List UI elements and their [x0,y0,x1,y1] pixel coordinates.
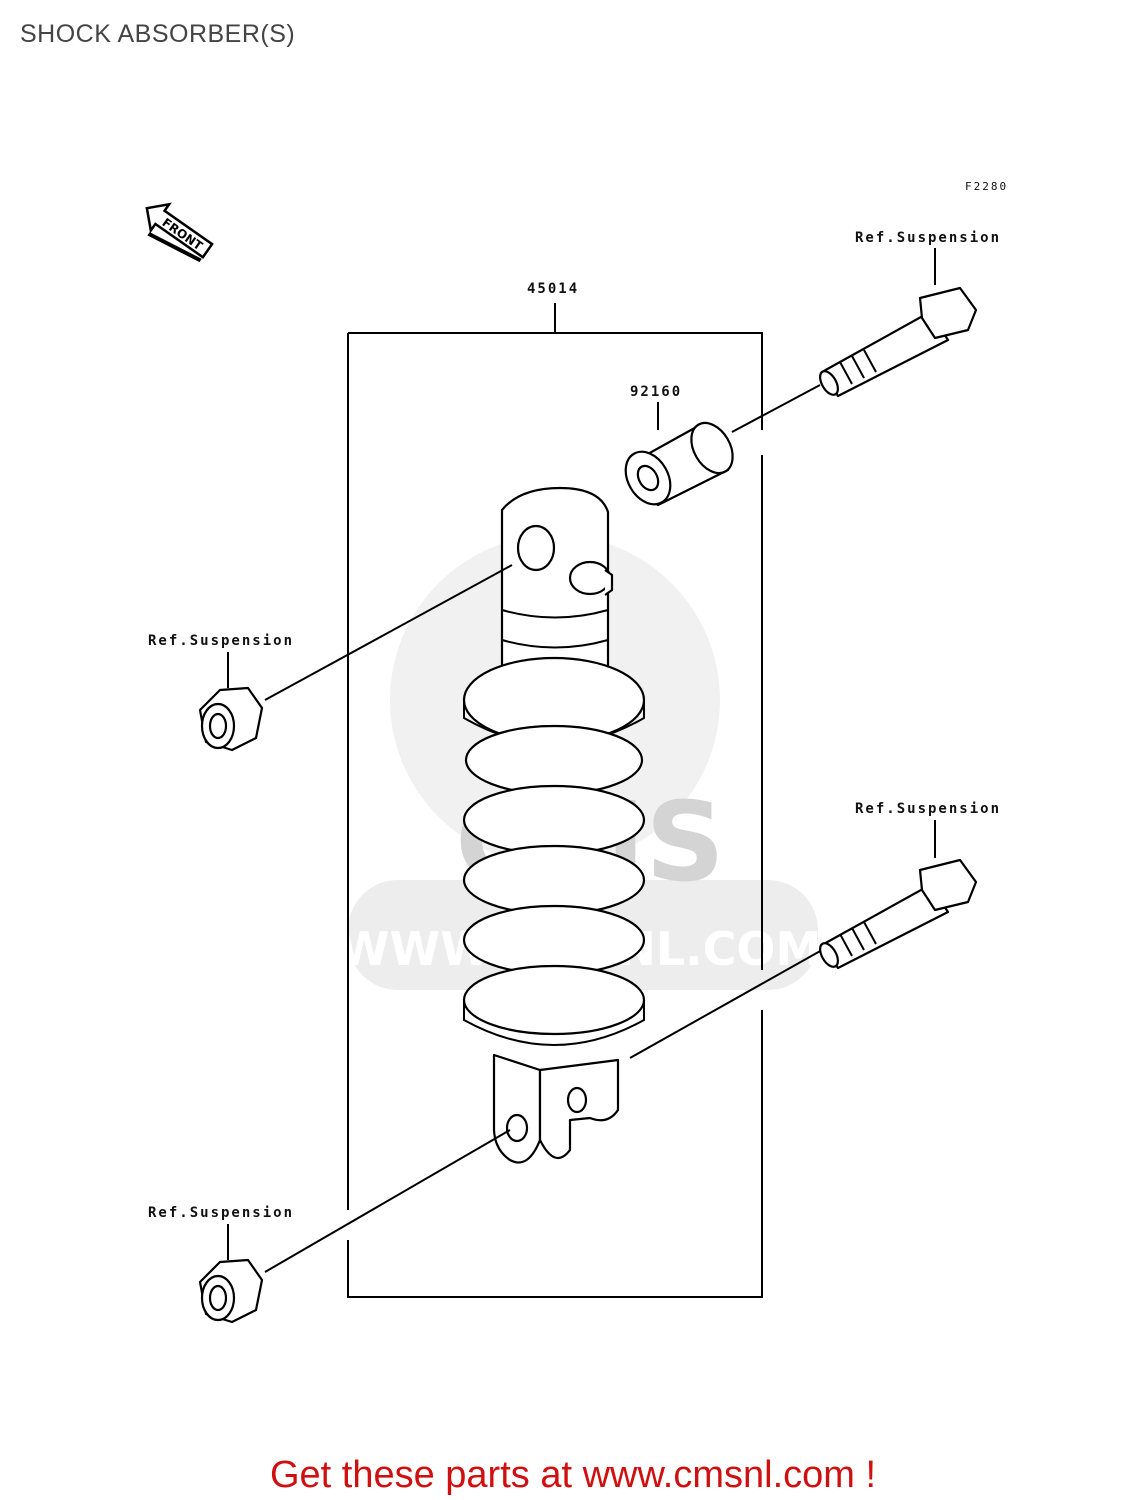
footer-cta-link[interactable]: Get these parts at www.cmsnl.com ! [269,1454,877,1496]
bolt-top [819,286,978,398]
nut-top [198,686,264,752]
callout-ref-nut-bottom: Ref.Suspension [148,1205,294,1221]
nut-bottom [198,1258,264,1324]
figure-code: F2280 [965,180,1008,193]
callout-collar: 92160 [630,384,682,400]
shock-absorber [462,486,646,1164]
callout-ref-nut-top: Ref.Suspension [148,633,294,649]
callout-ref-bolt-bottom: Ref.Suspension [855,801,1001,817]
bolt-bottom [819,858,978,970]
front-arrow-icon: FRONT [145,202,214,263]
page-title: SHOCK ABSORBER(S) [20,20,296,48]
assembly-bracket [347,303,763,1298]
callout-ref-bolt-top: Ref.Suspension [855,230,1001,246]
collar-part [624,421,734,507]
callout-assembly: 45014 [527,281,579,297]
